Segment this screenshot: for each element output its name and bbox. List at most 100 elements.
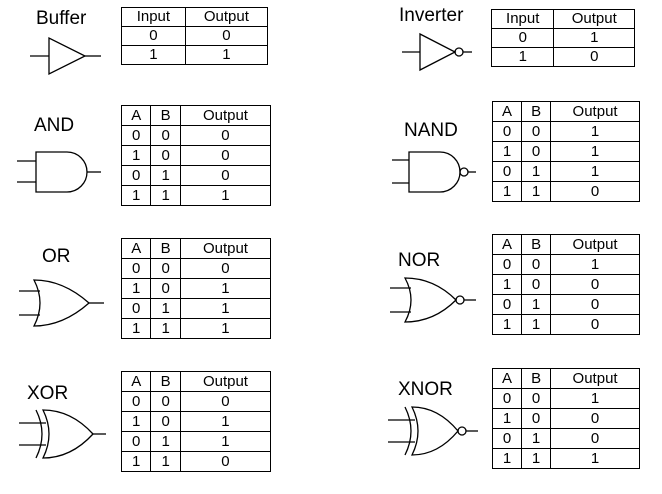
column-header: A <box>120 238 152 259</box>
table-cell: 1 <box>550 448 640 469</box>
or-gate-symbol <box>19 279 104 327</box>
table-cell: 1 <box>491 274 523 295</box>
table-cell: 0 <box>150 278 181 299</box>
table-cell: 1 <box>179 278 272 299</box>
table-cell: 1 <box>120 185 152 206</box>
column-header: Output <box>179 105 272 126</box>
nor-title: NOR <box>398 250 441 271</box>
xor-gate-symbol <box>19 409 106 459</box>
table-cell: 0 <box>491 161 523 182</box>
table-cell: 1 <box>179 185 272 206</box>
table-cell: 0 <box>120 125 152 146</box>
column-header: Output <box>550 101 640 122</box>
table-cell: 1 <box>550 254 640 275</box>
column-header: A <box>491 234 523 255</box>
column-header: Output <box>550 234 640 255</box>
table-cell: 1 <box>521 294 552 315</box>
nand-gate-symbol <box>392 151 476 193</box>
table-cell: 0 <box>521 274 552 295</box>
or-title: OR <box>42 246 71 267</box>
table-cell: 1 <box>521 314 552 335</box>
table-cell: 0 <box>550 314 640 335</box>
table-cell: 1 <box>553 28 635 48</box>
column-header: Output <box>553 9 635 29</box>
column-header: Input <box>490 9 555 29</box>
column-header: A <box>120 105 152 126</box>
table-cell: 0 <box>179 145 272 166</box>
table-cell: 1 <box>491 314 523 335</box>
table-cell: 1 <box>521 181 552 202</box>
table-cell: 0 <box>179 165 272 186</box>
table-cell: 1 <box>179 431 272 452</box>
table-cell: 1 <box>521 161 552 182</box>
table-cell: 1 <box>179 411 272 432</box>
table-cell: 0 <box>150 391 181 412</box>
table-cell: 0 <box>521 121 552 142</box>
table-cell: 0 <box>120 391 152 412</box>
table-cell: 1 <box>179 298 272 319</box>
xnor-gate-symbol <box>388 406 478 456</box>
table-cell: 0 <box>150 411 181 432</box>
table-cell: 1 <box>150 185 181 206</box>
table-cell: 1 <box>120 278 152 299</box>
table-cell: 1 <box>121 45 186 65</box>
table-cell: 0 <box>150 258 181 279</box>
table-cell: 1 <box>150 165 181 186</box>
table-cell: 0 <box>490 28 555 48</box>
table-cell: 1 <box>120 318 152 339</box>
column-header: B <box>150 371 181 392</box>
table-cell: 1 <box>491 408 523 429</box>
column-header: B <box>521 368 552 389</box>
table-cell: 0 <box>491 254 523 275</box>
column-header: B <box>150 105 181 126</box>
table-cell: 0 <box>120 258 152 279</box>
xor-title: XOR <box>27 383 69 404</box>
and-gate-symbol <box>17 151 101 193</box>
column-header: B <box>521 234 552 255</box>
table-cell: 0 <box>491 388 523 409</box>
column-header: A <box>491 101 523 122</box>
table-cell: 1 <box>550 141 640 162</box>
table-cell: 0 <box>521 254 552 275</box>
table-cell: 1 <box>150 451 181 472</box>
table-cell: 0 <box>179 258 272 279</box>
table-cell: 0 <box>120 298 152 319</box>
nor-gate-symbol <box>390 277 476 323</box>
table-cell: 1 <box>120 145 152 166</box>
table-cell: 0 <box>550 274 640 295</box>
table-cell: 1 <box>521 448 552 469</box>
table-cell: 1 <box>120 451 152 472</box>
table-cell: 0 <box>179 391 272 412</box>
table-cell: 1 <box>521 428 552 449</box>
table-cell: 1 <box>491 448 523 469</box>
